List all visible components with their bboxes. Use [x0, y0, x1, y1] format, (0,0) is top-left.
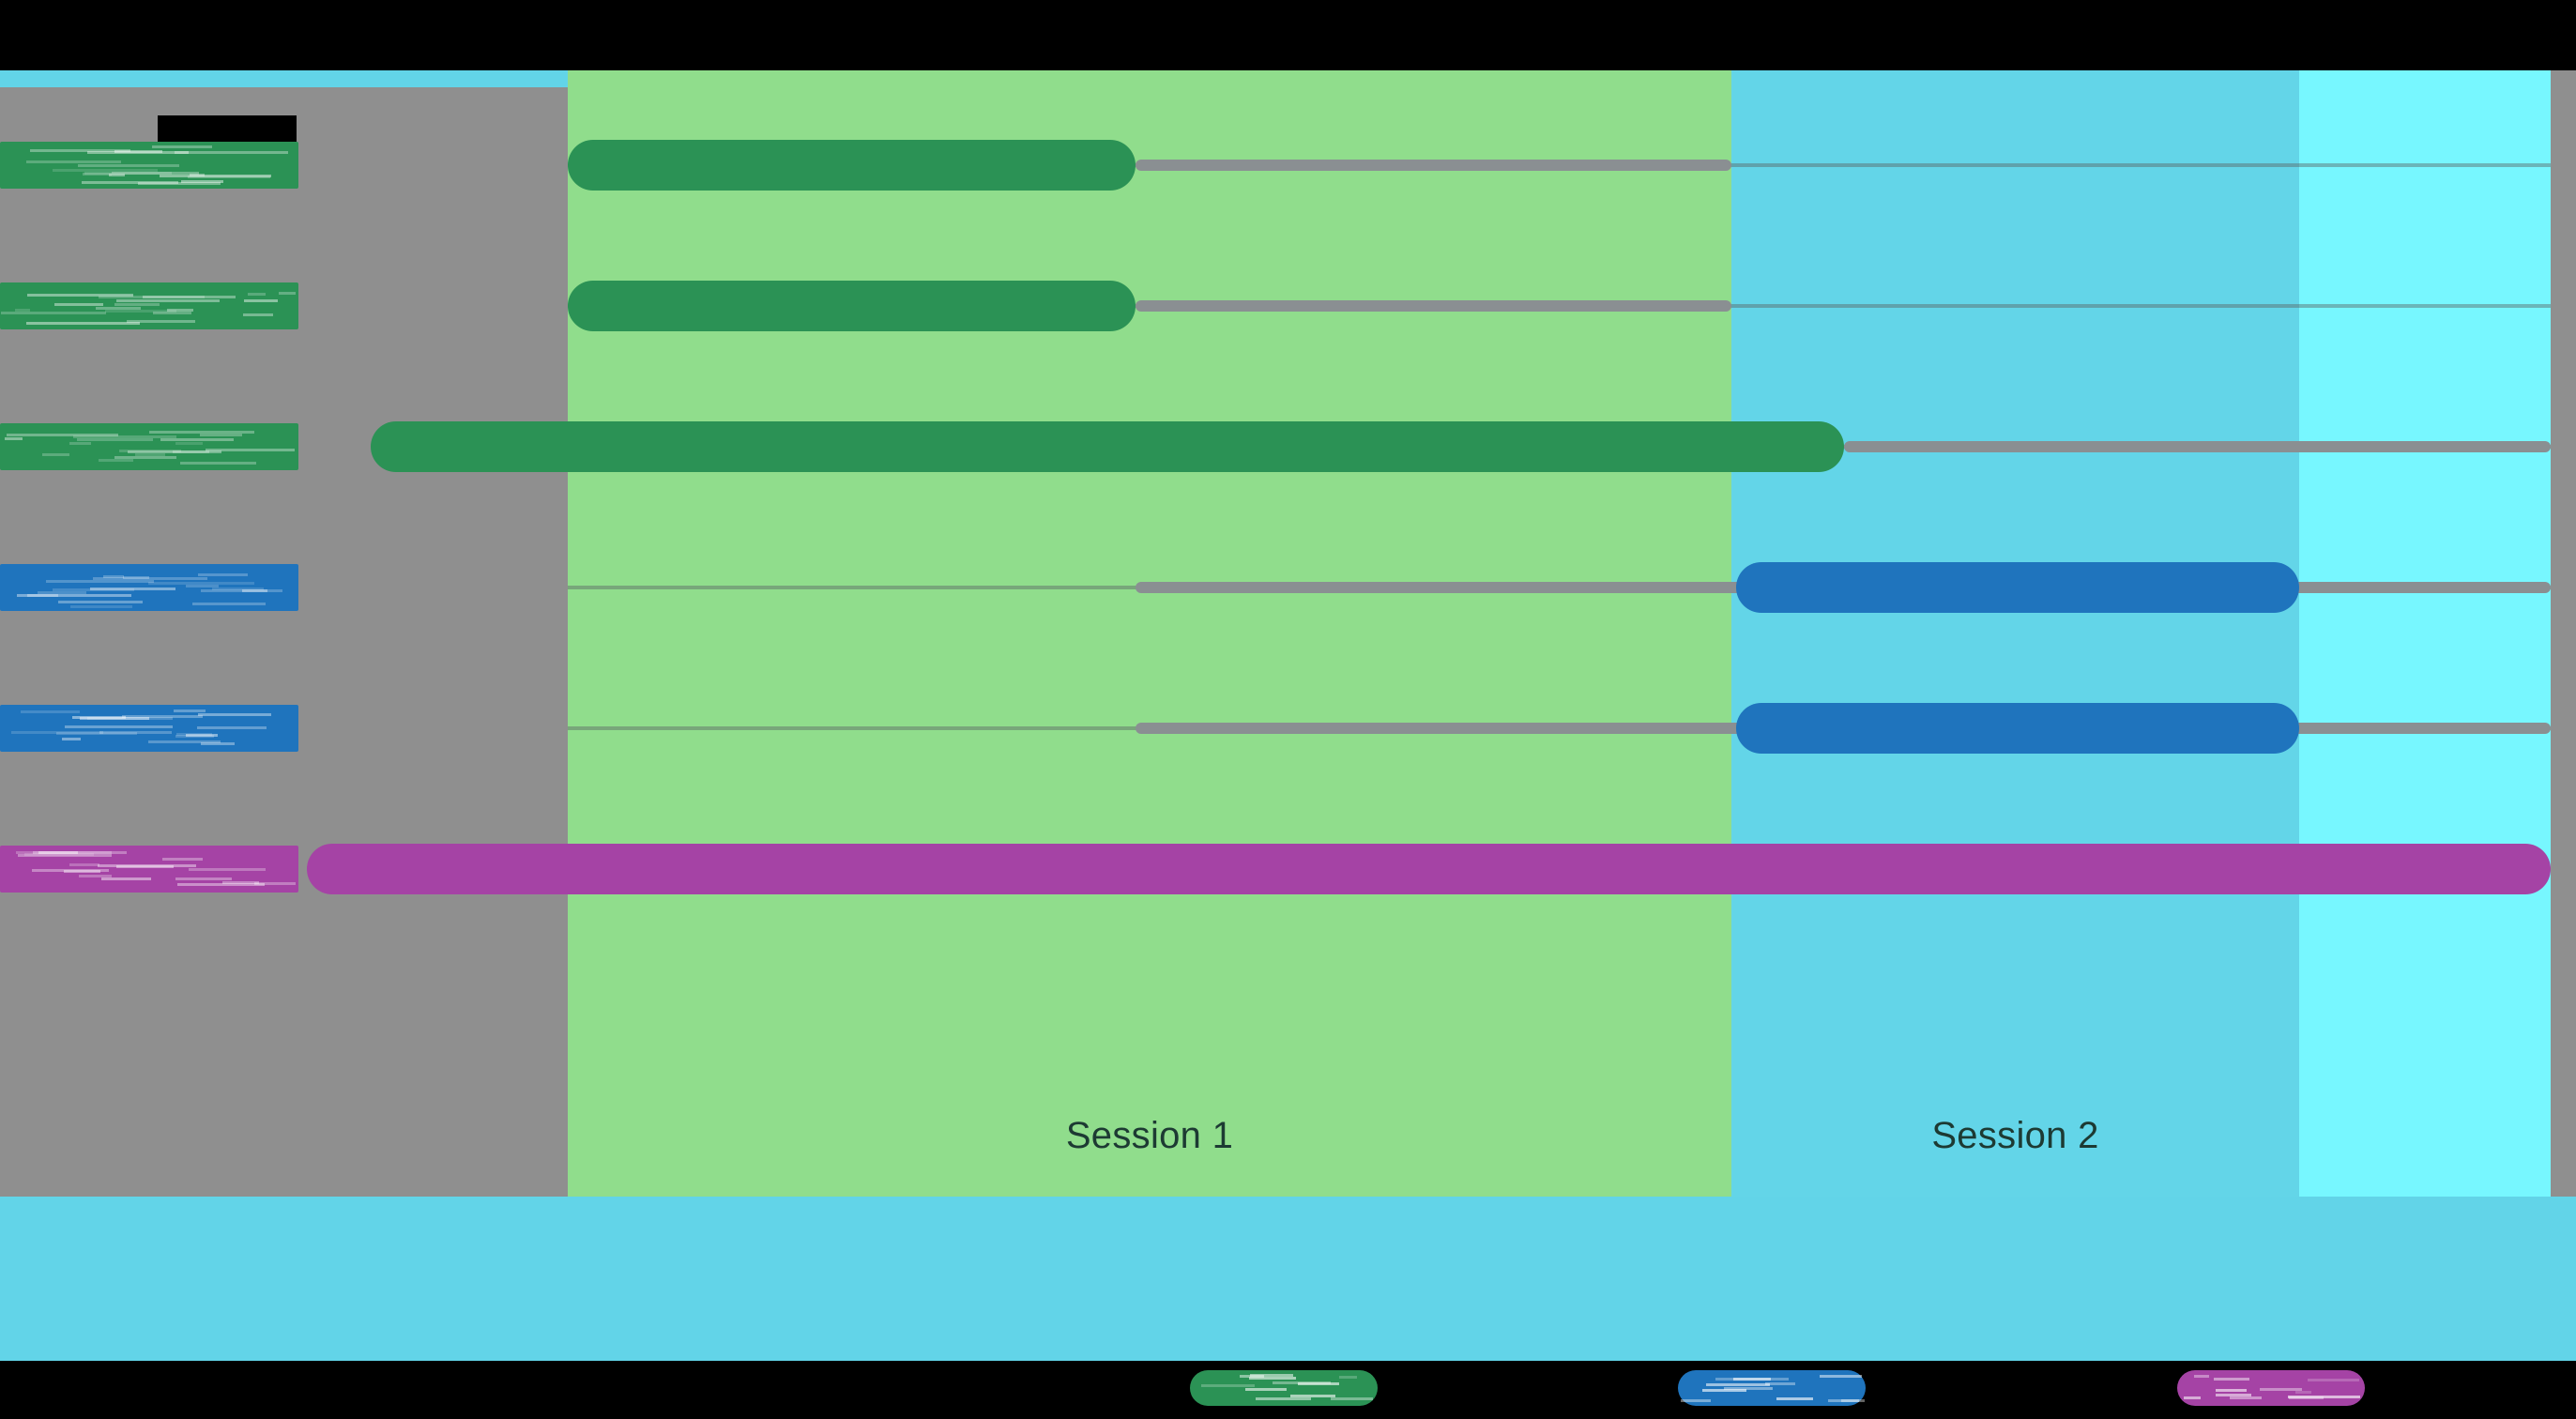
row-label-1[interactable]: [0, 282, 298, 329]
gantt-row-4: [0, 657, 2576, 798]
session-band-3: [2299, 70, 2551, 1197]
gantt-row-3: [0, 516, 2576, 657]
gantt-row-5: [0, 798, 2576, 938]
gantt-bar-4[interactable]: [1736, 703, 2299, 754]
header-strip-divider: [0, 87, 568, 94]
redacted-text-lines: [0, 142, 298, 189]
row-remainder-line: [1136, 300, 1731, 312]
row-label-4[interactable]: [0, 705, 298, 752]
gantt-rows: [0, 94, 2576, 1084]
gantt-bar-3[interactable]: [1736, 562, 2299, 613]
row-remainder-line: [1136, 160, 1731, 171]
row-label-3[interactable]: [0, 564, 298, 611]
redacted-text-lines: [0, 564, 298, 611]
right-plot-edge: [2551, 70, 2576, 1197]
header-strip: [0, 70, 568, 87]
top-black-bar: [0, 0, 2576, 70]
gantt-bar-2[interactable]: [371, 421, 1844, 472]
row-label-0[interactable]: [0, 142, 298, 189]
gantt-bar-0[interactable]: [568, 140, 1136, 191]
gantt-bar-1[interactable]: [568, 281, 1136, 331]
legend-swatch-2: [2177, 1370, 2365, 1406]
redacted-text-lines: [0, 282, 298, 329]
session-band-2: Session 2: [1731, 70, 2299, 1197]
session-band-label-1: Session 1: [1065, 1115, 1234, 1156]
redacted-text-lines: [0, 705, 298, 752]
session-band-1: Session 1: [568, 70, 1731, 1197]
gantt-row-1: [0, 235, 2576, 375]
chart-legend: [0, 1361, 2576, 1419]
redacted-text-lines: [0, 846, 298, 893]
legend-swatch-0: [1190, 1370, 1378, 1406]
gantt-bar-5[interactable]: [307, 844, 2551, 894]
row-remainder-line: [1844, 441, 2551, 452]
row-label-2[interactable]: [0, 423, 298, 470]
chart-plot-area: Session 1 Session 2: [0, 70, 2576, 1197]
session-band-label-2: Session 2: [1931, 1115, 2099, 1156]
row-label-gutter: [0, 94, 568, 1084]
row-label-5[interactable]: [0, 846, 298, 893]
legend-swatch-1: [1678, 1370, 1866, 1406]
redacted-text-lines: [0, 423, 298, 470]
gantt-row-0: [0, 94, 2576, 235]
gantt-row-2: [0, 375, 2576, 516]
footer-band: [0, 1197, 2576, 1361]
